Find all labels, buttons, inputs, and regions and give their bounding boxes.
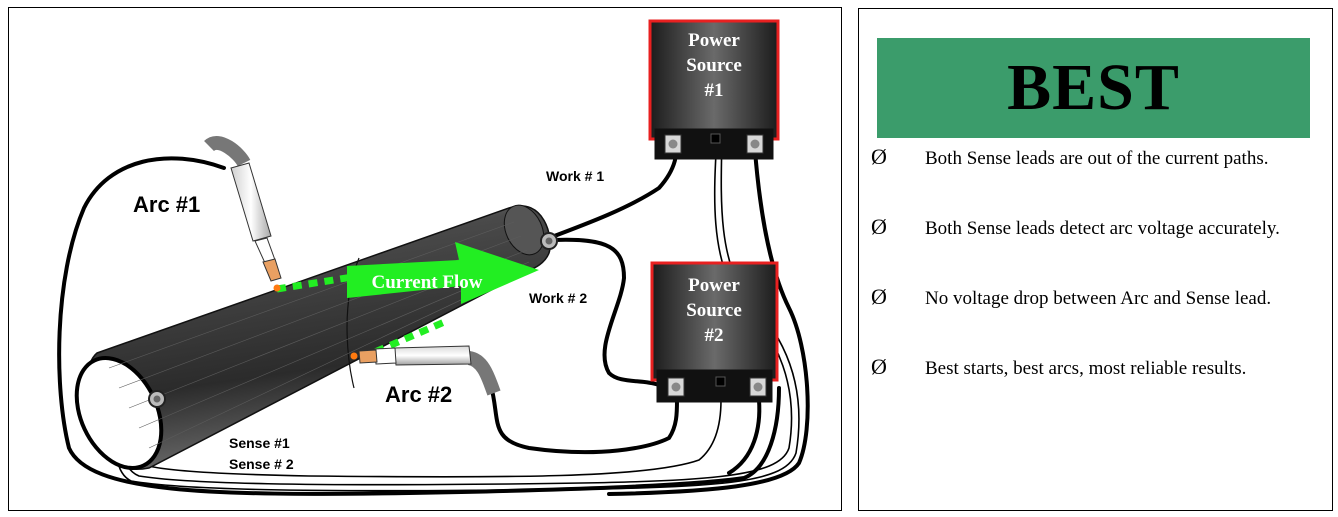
list-item: Ø Both Sense leads detect arc voltage acc… (871, 214, 1316, 287)
arc2-cable (477, 356, 679, 455)
ps2-right-cable (727, 398, 762, 475)
arc2-torch-icon (350, 345, 501, 396)
current-flow-dots (276, 272, 451, 362)
bullet-icon: Ø (871, 284, 887, 309)
work-clamp-icon (540, 232, 558, 250)
list-item-text: Both Sense leads detect arc voltage accu… (925, 218, 1280, 239)
arc2-label: Arc #2 (385, 382, 452, 407)
sense2-label: Sense # 2 (229, 456, 294, 472)
bullet-icon: Ø (871, 144, 887, 169)
work2-cable (552, 237, 679, 400)
benefit-list: Ø Both Sense leads are out of the current… (871, 144, 1316, 427)
sense-clamp-icon (148, 390, 166, 408)
ps1-label-line1: Power (688, 30, 740, 51)
list-item-text: Best starts, best arcs, most reliable re… (925, 358, 1247, 379)
ps1-right-cable (607, 136, 810, 496)
ps1-label-line2: Source (686, 55, 742, 76)
current-flow-arrow (347, 242, 539, 304)
work-cables (57, 136, 810, 496)
ps2-label-line3: #2 (705, 325, 724, 346)
ps2-label-line2: Source (686, 300, 742, 321)
welding-diagram: Current Flow Power Source #1 (57, 19, 810, 496)
work1-label: Work # 1 (546, 168, 604, 184)
power-source-1 (648, 19, 780, 160)
bullet-icon: Ø (871, 354, 887, 379)
arc1-torch-icon (204, 136, 282, 292)
ps2-label-line1: Power (688, 275, 740, 296)
arc1-cable (57, 156, 781, 496)
pipe (74, 204, 551, 471)
info-panel: BEST Ø Both Sense leads are out of the cu… (858, 8, 1333, 511)
sense1-label: Sense #1 (229, 435, 290, 451)
list-item: Ø Both Sense leads are out of the current… (871, 144, 1316, 217)
arc1-label: Arc #1 (133, 192, 200, 217)
list-item-text: Both Sense leads are out of the current … (925, 148, 1269, 169)
list-item-text: No voltage drop between Arc and Sense le… (925, 288, 1272, 309)
ps1-label-line3: #1 (705, 80, 724, 101)
best-banner: BEST (877, 38, 1310, 138)
list-item: Ø Best starts, best arcs, most reliable r… (871, 354, 1316, 427)
list-item: Ø No voltage drop between Arc and Sense l… (871, 284, 1316, 357)
diagram-panel: Current Flow Power Source #1 (8, 7, 842, 511)
best-title: BEST (1007, 51, 1180, 124)
power-source-2 (650, 261, 779, 403)
work2-label: Work # 2 (529, 290, 587, 306)
current-flow-label: Current Flow (372, 272, 483, 293)
bullet-icon: Ø (871, 214, 887, 239)
